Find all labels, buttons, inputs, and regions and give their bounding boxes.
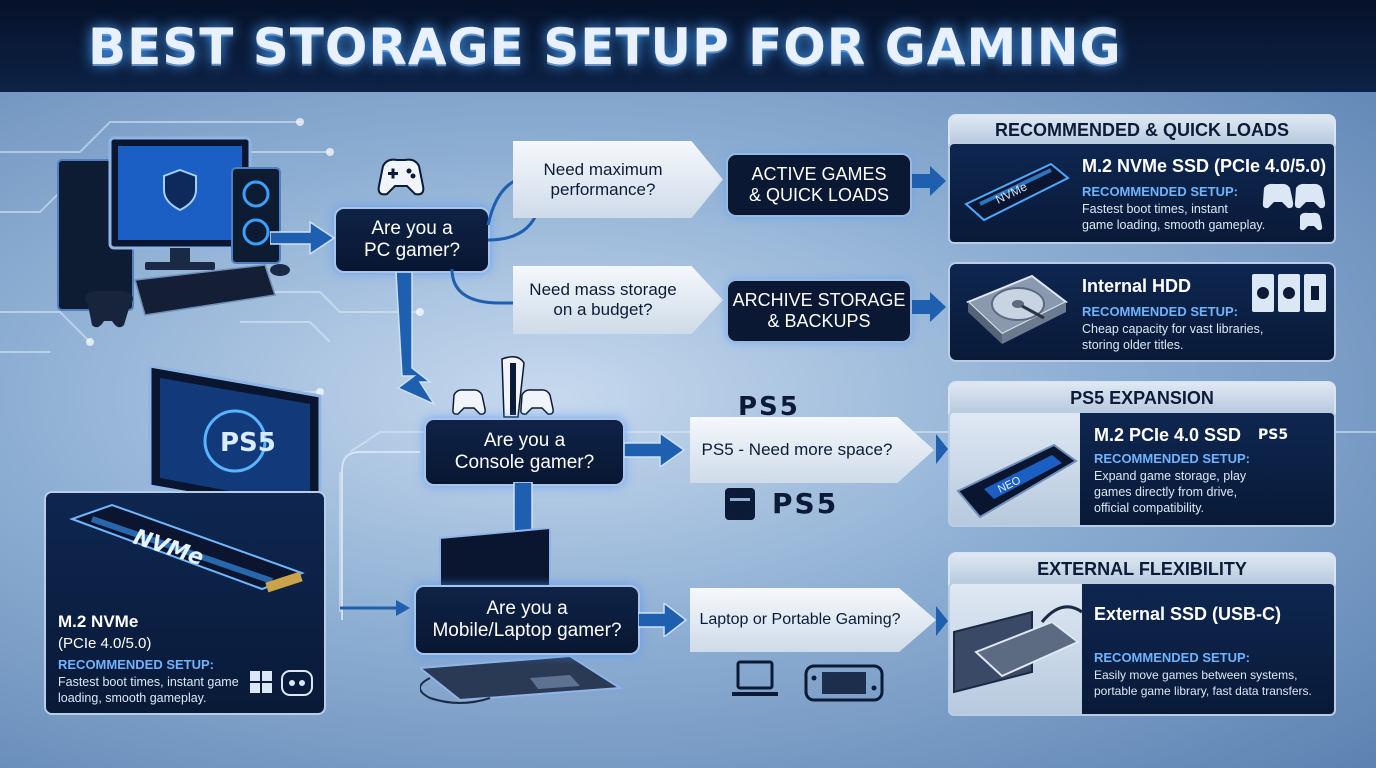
active-line2: & QUICK LOADS bbox=[748, 185, 890, 205]
external-desc-line2: portable game library, fast data transfe… bbox=[1094, 684, 1312, 698]
pc-to-question-arrow bbox=[270, 220, 336, 256]
mobile-question-line2: Mobile/Laptop gamer? bbox=[432, 620, 622, 641]
quick-description: Fastest boot times, instant game loading… bbox=[1082, 201, 1265, 233]
ps5-desc-line3: official compatibility. bbox=[1094, 501, 1204, 515]
active-line1: ACTIVE GAMES bbox=[751, 164, 887, 184]
ps5-expansion-card[interactable]: NEO M.2 PCIe 4.0 SSD PS5 RECOMMENDED SET… bbox=[948, 411, 1336, 527]
external-card-header: EXTERNAL FLEXIBILITY bbox=[948, 552, 1336, 586]
archive-line1: ARCHIVE STORAGE bbox=[732, 290, 906, 310]
ps5-to-card-arrow bbox=[936, 434, 948, 464]
ps5-rec-label: RECOMMENDED SETUP: bbox=[1094, 451, 1251, 466]
nvme-left-title-line2: (PCIe 4.0/5.0) bbox=[58, 635, 152, 652]
mass-storage-line2: on a budget? bbox=[553, 300, 653, 319]
quick-desc-line2: game loading, smooth gameplay. bbox=[1082, 218, 1266, 232]
nvme-left-card[interactable]: NVMe M.2 NVMe (PCIe 4.0/5.0) RECOMMENDED… bbox=[44, 491, 326, 715]
hdd-desc-line1: Cheap capacity for vast libraries, bbox=[1082, 322, 1264, 336]
external-description: Easily move games between systems, porta… bbox=[1094, 667, 1312, 699]
mass-storage-branch[interactable]: Need mass storage on a budget? bbox=[513, 266, 723, 334]
ps5-card-logo: PS5 bbox=[1258, 427, 1289, 443]
console-to-ps5-arrow bbox=[624, 433, 686, 467]
mobile-gamer-question[interactable]: Are you a Mobile/Laptop gamer? bbox=[414, 585, 640, 655]
ps5-storage-icon bbox=[725, 488, 755, 520]
laptop-portable-branch[interactable]: Laptop or Portable Gaming? bbox=[690, 588, 936, 652]
left-connector-lines bbox=[340, 451, 420, 620]
hdd-desc-line2: storing older titles. bbox=[1082, 338, 1184, 352]
mass-storage-line1: Need mass storage bbox=[529, 280, 677, 299]
external-rec-label: RECOMMENDED SETUP: bbox=[1094, 650, 1251, 665]
mobile-to-laptop-arrow bbox=[638, 603, 688, 637]
title-bar bbox=[0, 0, 1376, 92]
nvme-left-rec-label: RECOMMENDED SETUP: bbox=[58, 657, 215, 672]
external-desc-line1: Easily move games between systems, bbox=[1094, 668, 1298, 682]
max-perf-line2: performance? bbox=[550, 179, 656, 199]
playstation-symbol-text: PS5 bbox=[220, 428, 276, 458]
game-cases-icon bbox=[1252, 274, 1326, 312]
ps5-description: Expand game storage, play games directly… bbox=[1094, 468, 1246, 516]
page-title: BEST STORAGE SETUP FOR GAMING bbox=[88, 18, 1122, 76]
hdd-description: Cheap capacity for vast libraries, stori… bbox=[1082, 321, 1263, 353]
ps5-card-header: PS5 EXPANSION bbox=[948, 381, 1336, 415]
nvme-drive-icon: NVMe bbox=[964, 162, 1070, 222]
ps5-space-text: PS5 - Need more space? bbox=[701, 440, 893, 459]
pc-question-line2: PC gamer? bbox=[363, 240, 461, 261]
console-gamer-question[interactable]: Are you a Console gamer? bbox=[424, 418, 625, 486]
ps5-space-branch[interactable]: PS5 - Need more space? bbox=[690, 417, 934, 483]
nvme-left-desc-line2: loading, smooth gameplay. bbox=[58, 691, 207, 705]
nvme-left-description: Fastest boot times, instant game loading… bbox=[58, 674, 239, 706]
laptop-and-handheld-icons bbox=[732, 660, 884, 702]
quick-loads-card[interactable]: NVMe M.2 NVMe SSD (PCIe 4.0/5.0) RECOMME… bbox=[948, 142, 1336, 244]
gamepad-icon bbox=[377, 158, 425, 196]
archive-to-card-arrow bbox=[912, 292, 946, 322]
console-question-line2: Console gamer? bbox=[454, 452, 595, 473]
archive-storage-target[interactable]: ARCHIVE STORAGE & BACKUPS bbox=[726, 279, 912, 343]
ps5-ssd-icon: NEO bbox=[956, 443, 1078, 519]
quick-card-title: M.2 NVMe SSD (PCIe 4.0/5.0) bbox=[1082, 156, 1327, 176]
console-monitor-illustration: PS5 bbox=[148, 366, 322, 518]
ps5-logo-bottom: PS5 bbox=[772, 487, 839, 520]
max-performance-branch[interactable]: Need maximum performance? bbox=[513, 141, 723, 218]
pc-setup-illustration bbox=[57, 136, 290, 328]
nvme-left-title: M.2 NVMe (PCIe 4.0/5.0) bbox=[58, 611, 151, 655]
hdd-card-title: Internal HDD bbox=[1082, 276, 1192, 296]
archive-line2: & BACKUPS bbox=[767, 311, 871, 331]
max-perf-line1: Need maximum bbox=[543, 159, 663, 179]
ps5-console-icon bbox=[452, 356, 554, 418]
pc-to-console-arrow bbox=[395, 272, 436, 406]
active-to-card-arrow bbox=[912, 166, 946, 196]
console-question-line1: Are you a bbox=[483, 430, 566, 451]
laptop-to-card-arrow bbox=[936, 606, 948, 636]
laptop-branch-text: Laptop or Portable Gaming? bbox=[699, 611, 901, 628]
ps5-card-title: M.2 PCIe 4.0 SSD bbox=[1094, 425, 1242, 445]
ps5-desc-line1: Expand game storage, play bbox=[1094, 469, 1247, 483]
quick-desc-line1: Fastest boot times, instant bbox=[1082, 202, 1228, 216]
windows-and-gamepad-icon bbox=[250, 670, 313, 696]
nvme-left-drive-icon: NVMe bbox=[69, 503, 305, 593]
active-games-target[interactable]: ACTIVE GAMES & QUICK LOADS bbox=[726, 153, 912, 217]
gamepads-icon bbox=[1262, 183, 1326, 231]
quick-rec-label: RECOMMENDED SETUP: bbox=[1082, 184, 1239, 199]
external-flexibility-card[interactable]: External SSD (USB-C) RECOMMENDED SETUP: … bbox=[948, 582, 1336, 716]
ps5-logo-top: PS5 bbox=[738, 392, 800, 422]
external-card-title: External SSD (USB-C) bbox=[1094, 604, 1282, 624]
nvme-left-desc-line1: Fastest boot times, instant game bbox=[58, 675, 239, 689]
ps5-desc-line2: games directly from drive, bbox=[1094, 485, 1238, 499]
hdd-icon bbox=[966, 274, 1068, 344]
external-ssd-icon bbox=[953, 605, 1082, 694]
hdd-rec-label: RECOMMENDED SETUP: bbox=[1082, 304, 1239, 319]
nvme-left-title-line1: M.2 NVMe bbox=[58, 612, 139, 631]
pc-question-line1: Are you a bbox=[371, 218, 453, 239]
mobile-question-line1: Are you a bbox=[486, 598, 568, 619]
hdd-card[interactable]: Internal HDD RECOMMENDED SETUP: Cheap ca… bbox=[948, 262, 1336, 362]
pc-gamer-question[interactable]: Are you a PC gamer? bbox=[334, 207, 490, 273]
